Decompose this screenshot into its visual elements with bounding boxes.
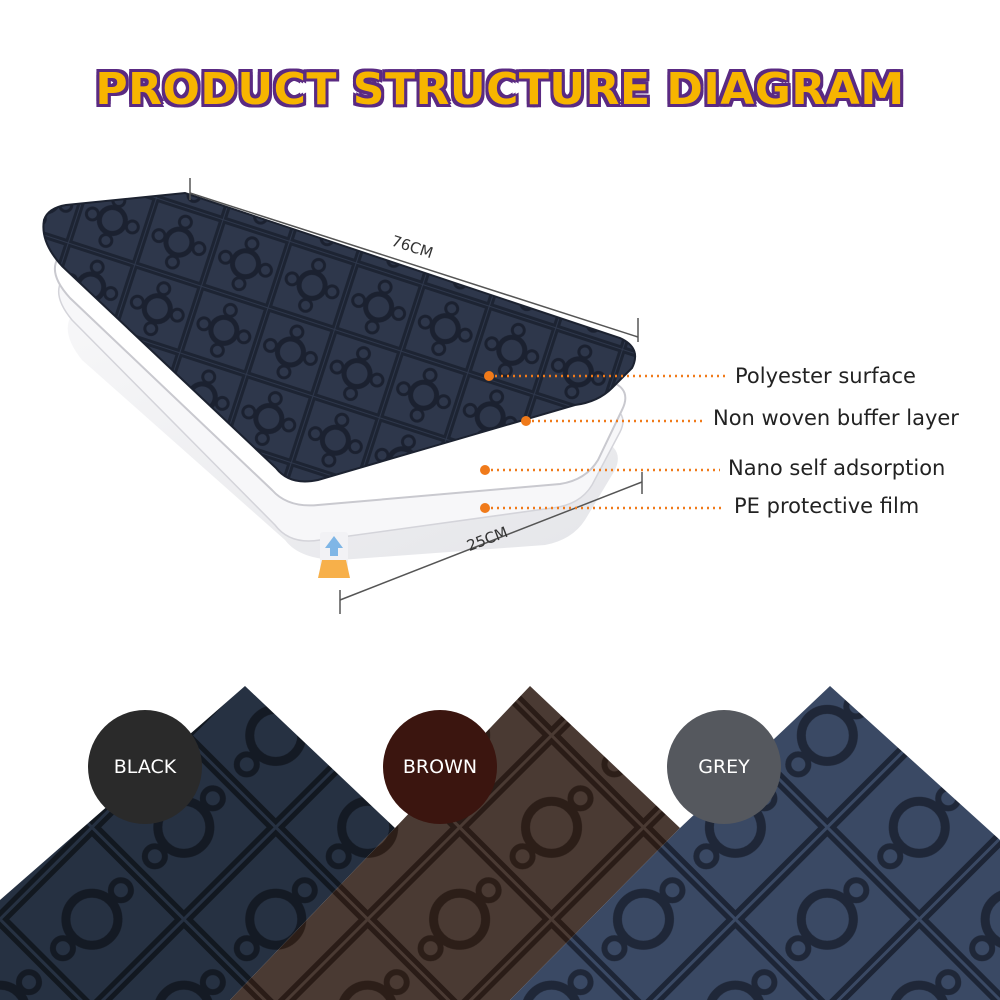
swatch-brown-label: BROWN xyxy=(402,756,478,778)
polyester-surface-layer xyxy=(42,191,636,483)
mat-grey xyxy=(510,686,1000,1000)
length-dimension-line xyxy=(189,192,639,338)
mat-black xyxy=(0,686,395,1000)
swatch-brown: BROWN xyxy=(383,710,497,824)
page-title: PRODUCT STRUCTURE DIAGRAM xyxy=(95,64,905,115)
label-nano-adsorption: Nano self adsorption xyxy=(728,456,946,480)
callout-nano xyxy=(480,465,720,475)
swatch-grey-label: GREY xyxy=(698,756,750,778)
swatch-grey: GREY xyxy=(667,710,781,824)
label-pe-film: PE protective film xyxy=(734,494,920,518)
label-buffer-layer: Non woven buffer layer xyxy=(713,406,959,430)
label-polyester-surface: Polyester surface xyxy=(735,364,916,388)
width-dimension-line xyxy=(339,481,643,601)
callout-buffer xyxy=(521,416,706,426)
swatch-black: BLACK xyxy=(88,710,202,824)
mat-brown xyxy=(230,686,680,1000)
callout-polyester xyxy=(484,371,726,381)
base-wedge-icon xyxy=(318,560,350,578)
up-arrow-icon xyxy=(325,536,343,556)
callout-pe xyxy=(480,503,724,513)
swatch-black-label: BLACK xyxy=(113,756,177,778)
